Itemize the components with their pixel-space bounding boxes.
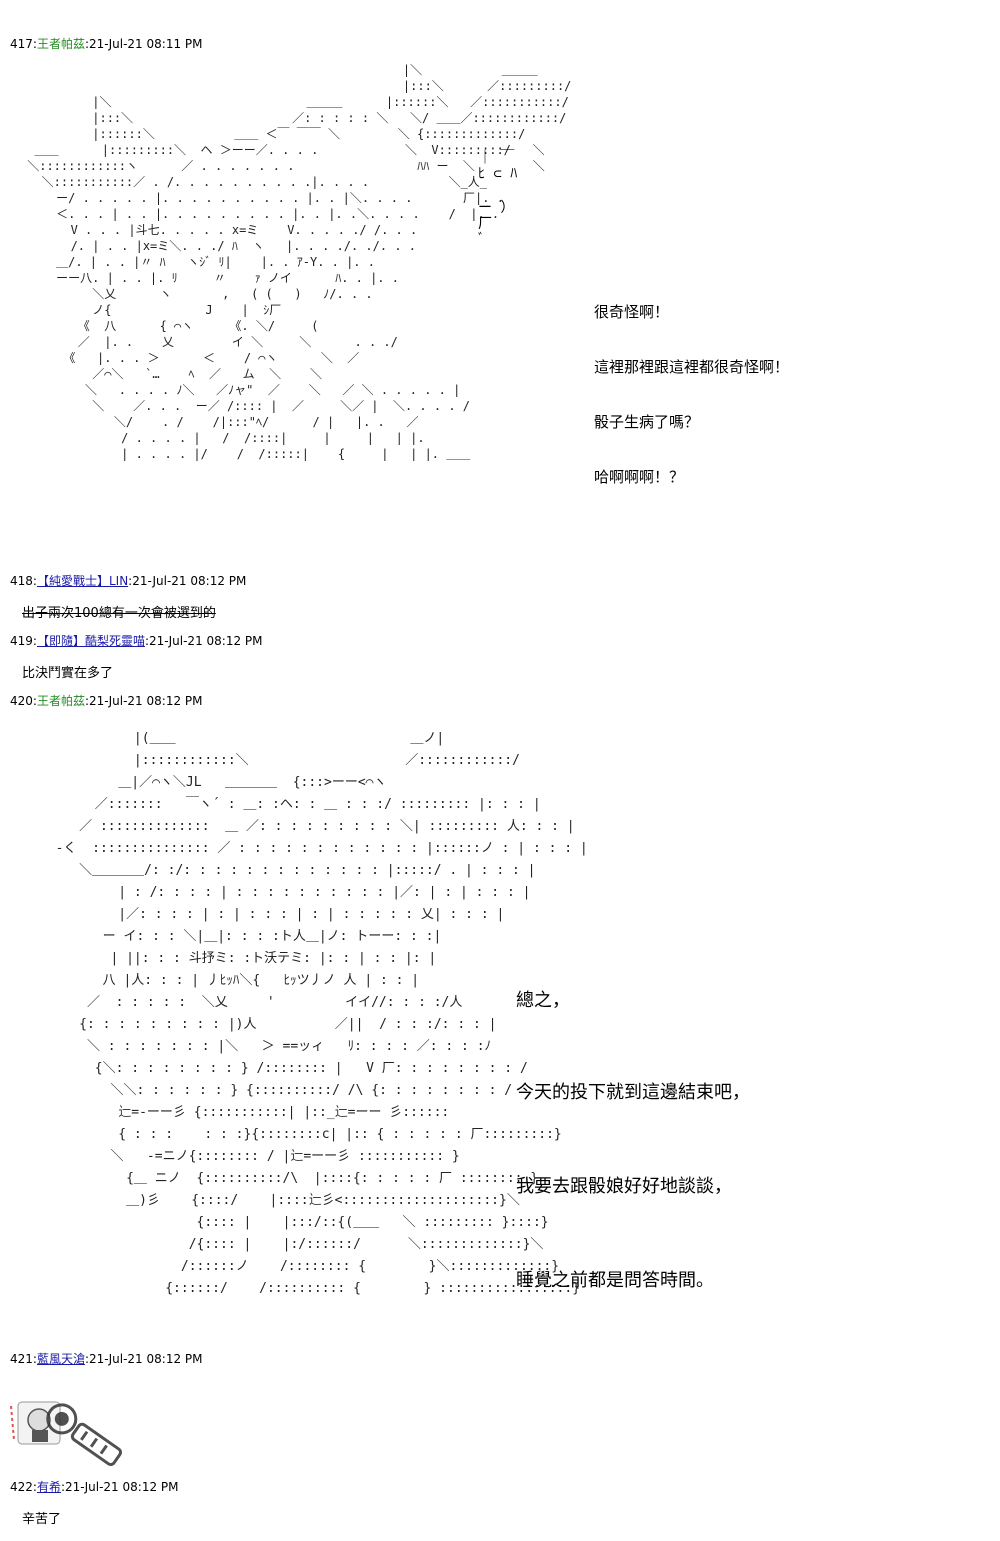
post-body-422: 辛苦了 [22, 1512, 62, 1527]
post-time: :21-Jul-21 08:12 PM [144, 634, 263, 648]
post-body-418: 出子兩次100總有一次會被選到的 [22, 606, 216, 621]
poster-name[interactable]: LIN [108, 574, 129, 588]
poster-name[interactable]: 王者帕茲 [36, 37, 85, 51]
dialogue-line: 哈啊啊啊！？ [594, 468, 685, 486]
dialogue-line: 我要去跟骰娘好好地談談， [516, 1176, 732, 1197]
sfx-text-417: ｜ ￣ ﾋ ⊂ ﾊ ー ） 厂 ﾞ [478, 150, 517, 248]
post-header-417: 417:王者帕茲:21-Jul-21 08:11 PM [10, 37, 203, 51]
post-header-420: 420:王者帕茲:21-Jul-21 08:12 PM [10, 694, 203, 708]
sfx-line: ー ） [478, 200, 515, 216]
poster-name[interactable]: 酷梨死靈喵 [84, 634, 145, 648]
dialogue-line: 今天的投下就到這邊結束吧， [516, 1082, 750, 1103]
post-header-419: 419:【即隨】酷梨死靈喵:21-Jul-21 08:12 PM [10, 634, 263, 648]
post-time: :21-Jul-21 08:12 PM [84, 694, 203, 708]
dialogue-line: 睡覺之前都是問答時間。 [516, 1270, 714, 1291]
poster-name[interactable]: 有希 [36, 1480, 61, 1494]
post-header-418: 418:【純愛戰士】LIN:21-Jul-21 08:12 PM [10, 574, 247, 588]
sfx-line: ﾞ [478, 232, 485, 248]
post-time: :21-Jul-21 08:12 PM [60, 1480, 179, 1494]
poster-name[interactable]: 王者帕茲 [36, 694, 85, 708]
dialogue-line: 總之， [516, 990, 570, 1011]
sfx-line: ﾋ ⊂ ﾊ [478, 166, 518, 182]
poster-name[interactable]: 藍風天滄 [36, 1352, 85, 1366]
post-number: 418 [10, 574, 33, 588]
dialogue-line: 很奇怪啊！ [594, 303, 670, 321]
post-time: :21-Jul-21 08:12 PM [128, 574, 247, 588]
post-time: :21-Jul-21 08:12 PM [84, 1352, 203, 1366]
sfx-line: ｜ ￣ [478, 150, 515, 166]
dialogue-line: 這裡那裡跟這裡都很奇怪啊！ [594, 358, 790, 376]
post-number: 422 [10, 1480, 33, 1494]
post-time: :21-Jul-21 08:11 PM [84, 37, 203, 51]
poster-tag[interactable]: 【即隨】 [36, 634, 85, 648]
post-number: 417 [10, 37, 33, 51]
watermark-logo [46, 1403, 123, 1467]
ascii-art-417: |＼ ＿＿＿ |:::＼ ／:::::::::/ |＼ ＿＿＿ |::::::＼… [27, 63, 572, 461]
poster-tag[interactable]: 【純愛戰士】 [36, 574, 109, 588]
post-number: 419 [10, 634, 33, 648]
post-number: 420 [10, 694, 33, 708]
post-header-421: 421:藍風天滄:21-Jul-21 08:12 PM [10, 1352, 203, 1366]
dialogue-line: 骰子生病了嗎？ [594, 413, 700, 431]
post-number: 421 [10, 1352, 33, 1366]
post-header-422: 422:有希:21-Jul-21 08:12 PM [10, 1480, 179, 1494]
post-body-419: 比決鬥實在多了 [22, 666, 114, 681]
ascii-art-420: |(＿＿ ＿ノ| |::::::::::::＼ ／::::::::::::/ ＿… [55, 731, 588, 1296]
sfx-line: 厂 [478, 216, 492, 232]
